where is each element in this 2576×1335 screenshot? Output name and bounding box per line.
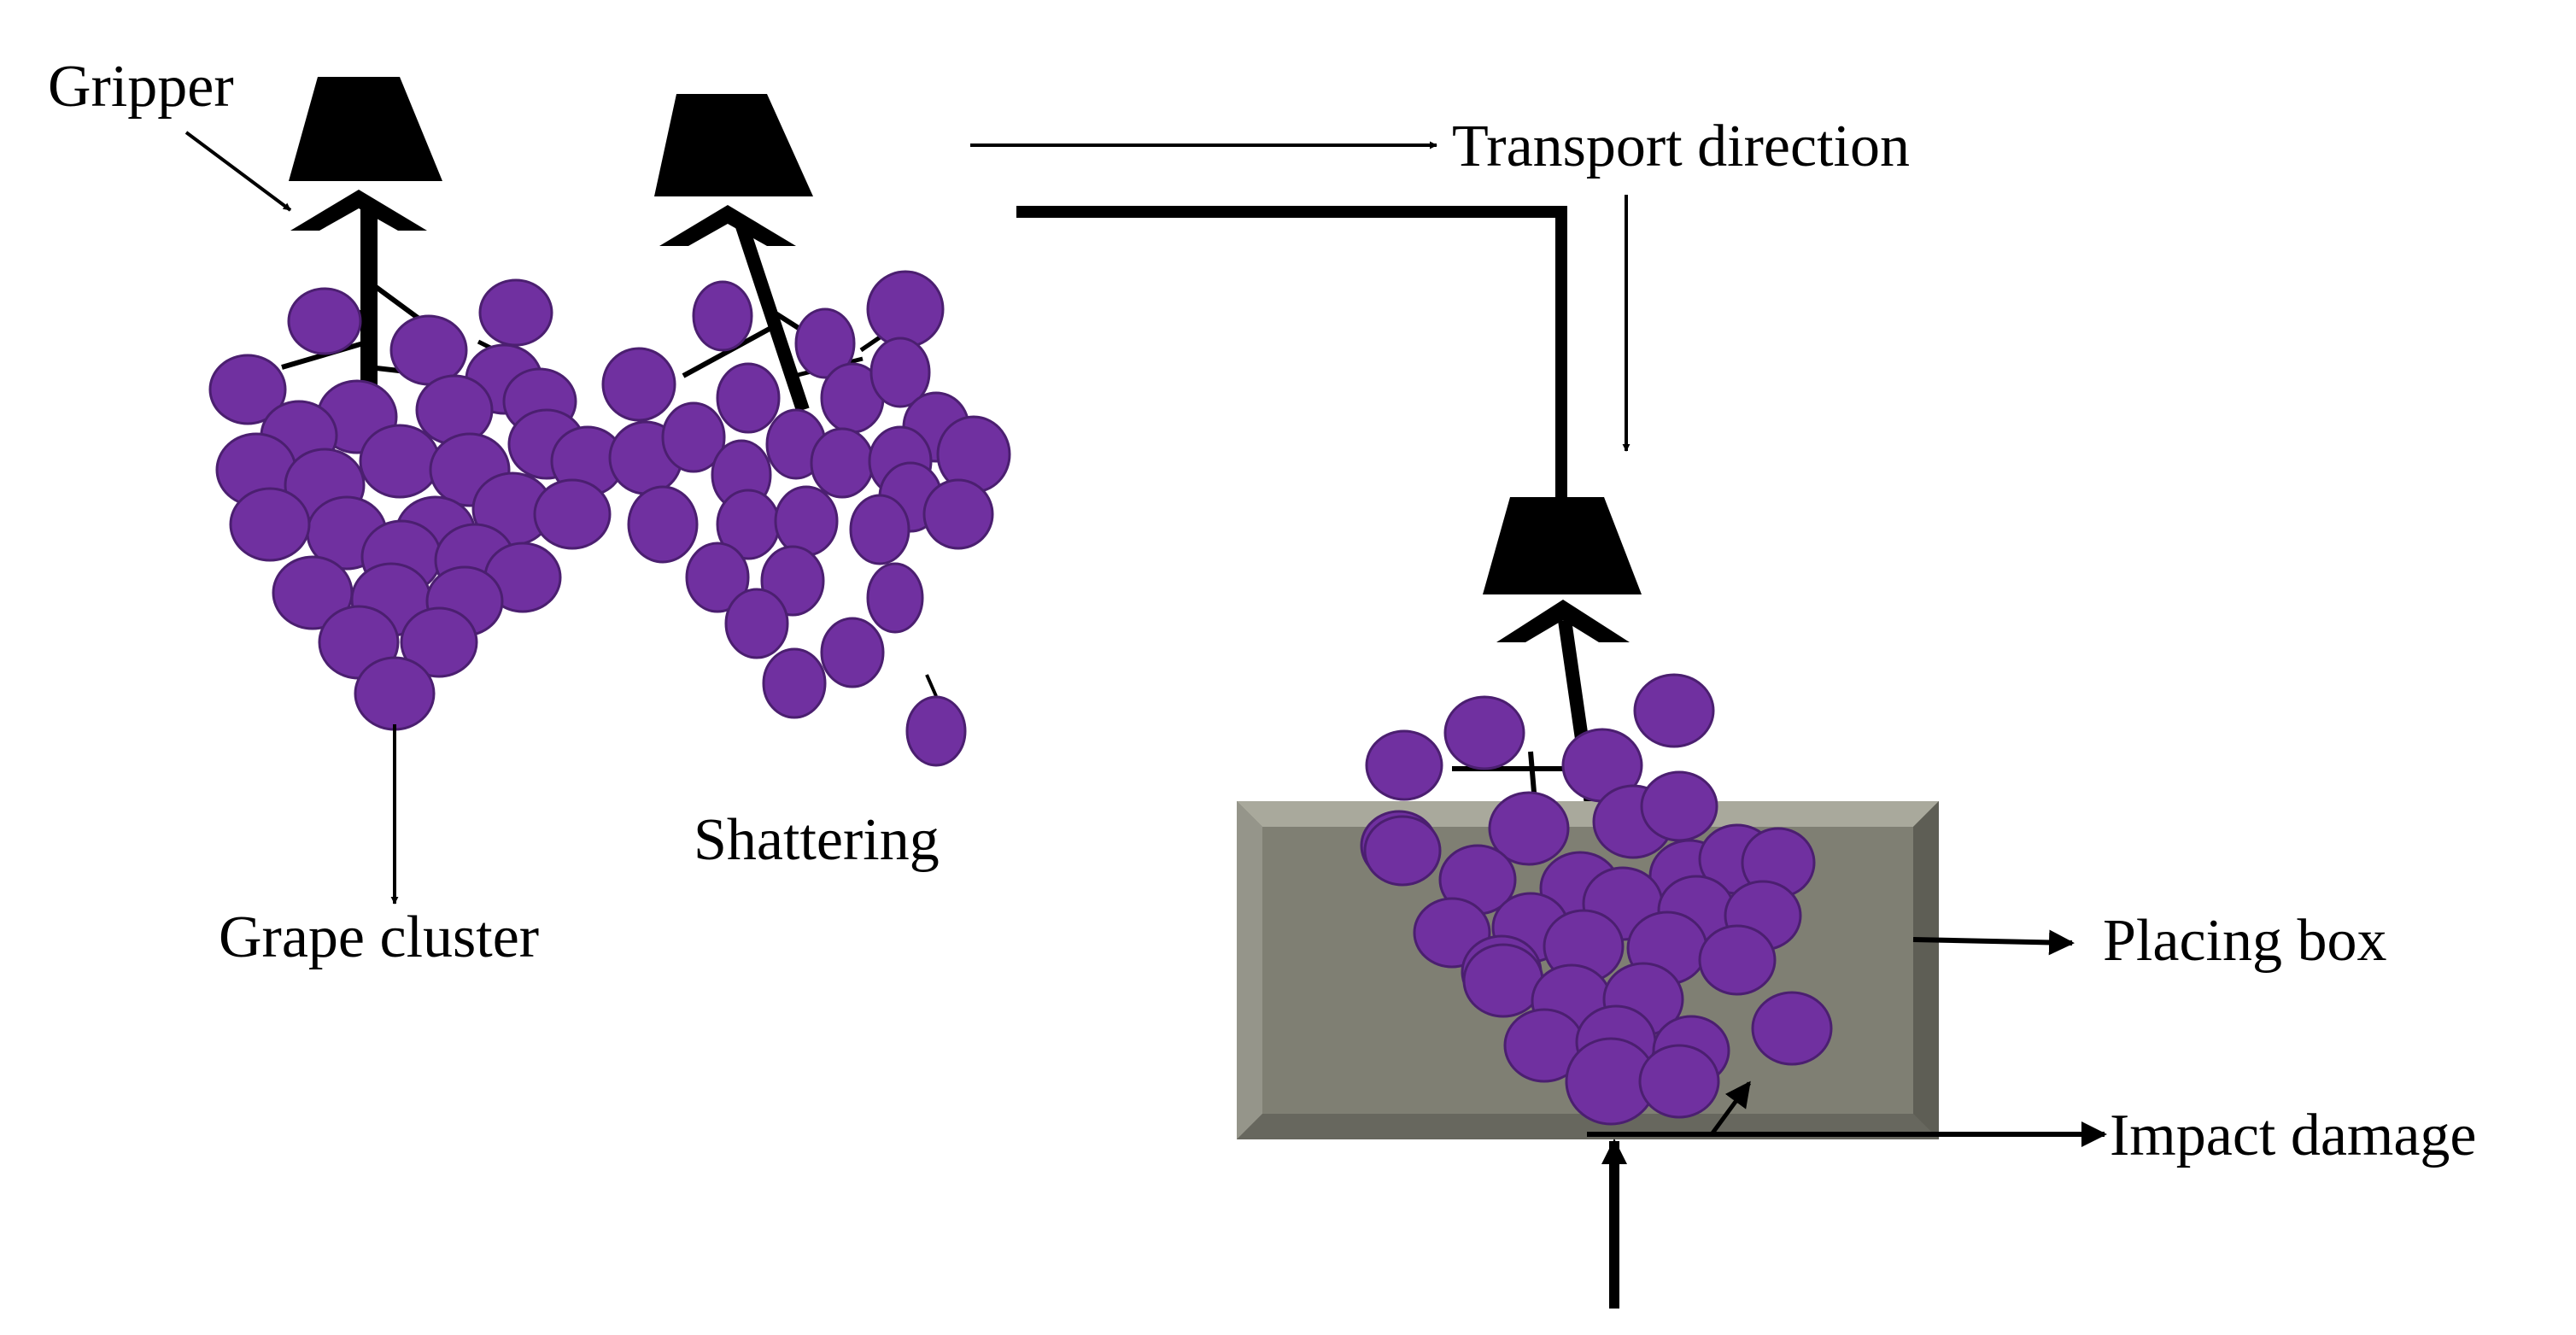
grape-berry — [287, 287, 362, 355]
grape-berry — [820, 617, 885, 688]
grape-berries — [208, 270, 1833, 1126]
grape-cluster-1 — [208, 278, 625, 731]
grape-berry — [849, 494, 910, 565]
grape-berry — [389, 314, 468, 386]
impact-damage-label: Impact damage — [2110, 1103, 2477, 1168]
gripper-1-claw — [290, 190, 427, 231]
grape-berry — [869, 337, 931, 408]
placing-box-bevel-top — [1237, 801, 1939, 827]
grape-berry — [1698, 924, 1777, 996]
gripper-2 — [654, 94, 813, 413]
grape-berry — [400, 606, 478, 678]
grape-berry — [533, 478, 612, 550]
grape-berry — [1365, 729, 1443, 801]
grape-berry — [601, 347, 676, 422]
grape-berry — [1638, 1044, 1720, 1119]
grape-berry — [208, 354, 287, 425]
annotation-arrows — [184, 131, 2107, 1309]
gripper-3 — [1483, 497, 1642, 847]
grape-berry — [866, 270, 945, 348]
grape-berry — [794, 307, 856, 379]
grape-berry — [229, 487, 311, 562]
gripper-2-head — [654, 94, 813, 196]
grape-berry — [716, 362, 781, 434]
grape-cluster-label: Grape cluster — [219, 905, 539, 970]
grape-berry — [1751, 991, 1833, 1066]
grape-berry — [1462, 943, 1544, 1018]
grape-berry — [922, 478, 994, 550]
grape-berry — [1640, 770, 1718, 842]
placing-box-bevel-right — [1913, 801, 1939, 1139]
gripper-pointer-arrow — [184, 131, 292, 212]
grape-berry — [685, 542, 750, 613]
impact-damage-diagonal-arrow — [1709, 1080, 1752, 1136]
grape-berry — [692, 280, 753, 352]
placing-box-label: Placing box — [2103, 908, 2386, 974]
grape-berry — [905, 695, 967, 767]
grape-cluster-3 — [1360, 673, 1833, 1126]
shattering-label: Shattering — [694, 807, 940, 873]
grape-berry — [762, 647, 827, 719]
grape-berry — [478, 278, 553, 347]
gripper-label: Gripper — [48, 54, 234, 120]
grape-berry — [359, 424, 441, 499]
grape-berry — [810, 427, 875, 499]
grape-berry — [627, 485, 699, 564]
gripper-3-claw — [1496, 600, 1630, 642]
gripper-2-shaft — [735, 221, 810, 413]
grape-berry — [1443, 695, 1525, 770]
gripper-3-head — [1483, 497, 1642, 594]
grape-berry — [724, 588, 789, 659]
placing-box-pointer-arrow — [1912, 929, 2075, 956]
grape-berry — [661, 401, 726, 473]
transport-path — [1016, 206, 1567, 497]
grape-berry — [354, 656, 436, 731]
grape-berry — [1363, 815, 1442, 887]
transport-direction-label: Transport direction — [1452, 114, 1910, 179]
grape-berry — [1633, 673, 1715, 748]
gripper-2-claw — [659, 205, 796, 246]
grape-berry — [1488, 791, 1570, 866]
grape-berry — [774, 485, 839, 557]
grape-cluster-2 — [601, 270, 1011, 767]
gripper-1-head — [289, 77, 442, 181]
placing-box-bevel-left — [1237, 801, 1262, 1139]
grape-berry — [866, 562, 924, 634]
